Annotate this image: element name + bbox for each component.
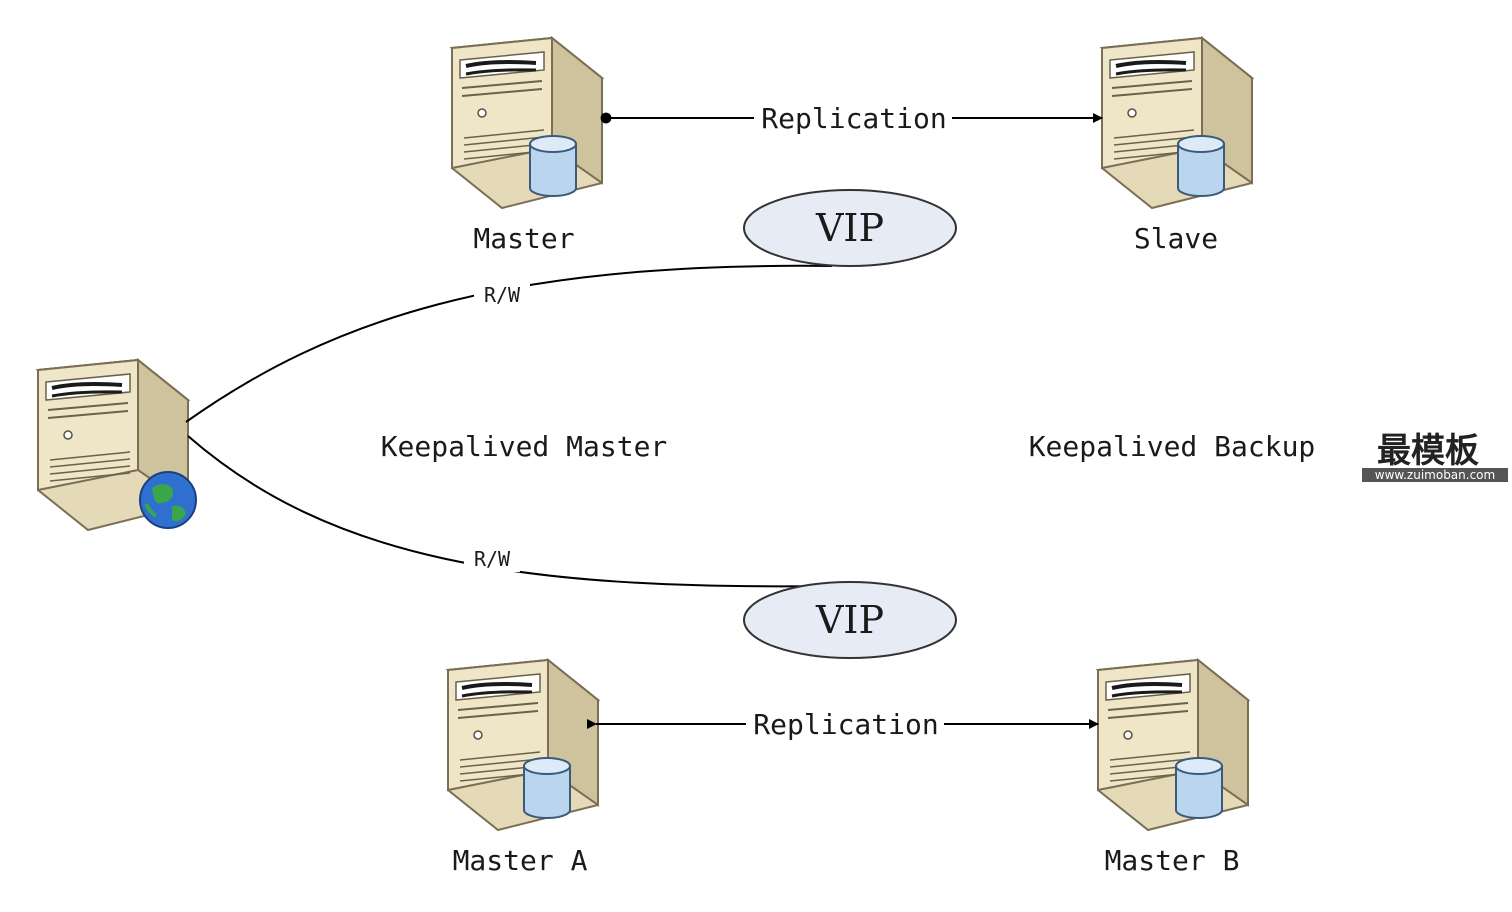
node-label-slave: Slave xyxy=(1134,222,1218,255)
vip-top: VIP xyxy=(743,189,957,267)
node-label-master: Master xyxy=(473,222,574,255)
server-master xyxy=(450,36,604,210)
rw-connector-top xyxy=(185,264,833,423)
globe-icon xyxy=(139,471,197,529)
server-slave xyxy=(1100,36,1254,210)
database-icon xyxy=(523,757,571,819)
rw-label-bottom: R/W xyxy=(474,547,511,571)
watermark-title: 最模板 xyxy=(1377,431,1479,471)
server-master-a xyxy=(446,658,600,832)
rw-label-top: R/W xyxy=(484,283,521,307)
server-master-b xyxy=(1096,658,1250,832)
keepalived-backup-label: Keepalived Backup xyxy=(1029,430,1316,463)
database-icon xyxy=(1177,135,1225,197)
watermark-url: www.zuimoban.com xyxy=(1375,468,1495,482)
keepalived-master-label: Keepalived Master xyxy=(381,430,668,463)
database-icon xyxy=(1175,757,1223,819)
vip-top-label: VIP xyxy=(815,206,884,250)
replication-label-top: Replication xyxy=(761,102,946,135)
vip-bottom-label: VIP xyxy=(815,598,884,642)
rw-connector-bottom xyxy=(187,435,831,588)
node-label-master-b: Master B xyxy=(1105,844,1240,877)
node-label-master-a: Master A xyxy=(453,844,588,877)
server-client xyxy=(36,358,197,532)
vip-bottom: VIP xyxy=(743,581,957,659)
database-icon xyxy=(529,135,577,197)
replication-label-bottom: Replication xyxy=(753,708,938,741)
watermark-logo: 最模板 www.zuimoban.com xyxy=(1362,431,1508,482)
